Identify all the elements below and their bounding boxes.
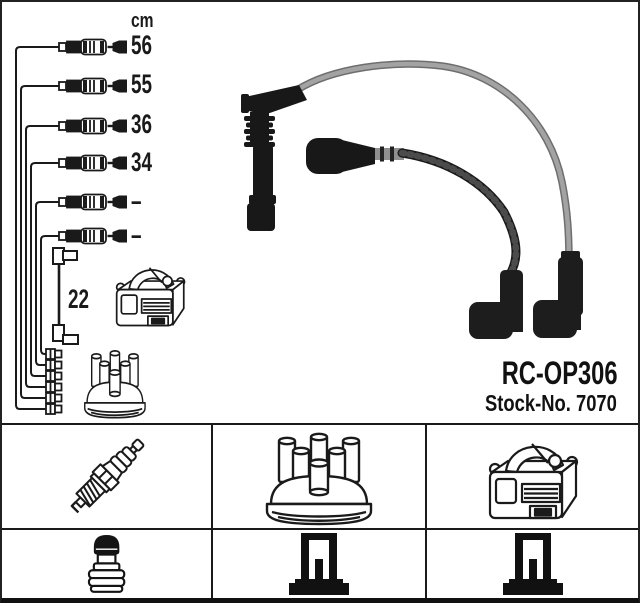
cable-length-label: 34 <box>131 147 153 177</box>
legend-cell-distributor-cap <box>213 425 427 530</box>
application-legend-table <box>2 423 638 598</box>
cable-length-label: – <box>131 186 142 216</box>
distributor-cap-drawing <box>83 350 146 419</box>
cable-length-label: – <box>131 220 142 250</box>
product-photo <box>241 60 583 339</box>
legend-cell-coil-connector <box>213 530 427 598</box>
schematic-and-photo-art <box>15 38 583 419</box>
cable-length-label: 55 <box>131 69 153 99</box>
harness-schematic <box>15 46 59 410</box>
legend-cell-ignition-coil <box>427 425 638 530</box>
coil-connector-icon <box>502 533 563 595</box>
cable-length-label: 36 <box>131 109 153 139</box>
top-section: cm 56 55 36 34 – – 22 RC-OP306 Stock-No.… <box>2 2 638 423</box>
angle-boot-left <box>469 270 523 339</box>
terminal-stack <box>45 348 63 415</box>
distributor-cap-icon <box>265 432 373 526</box>
pencil-boot <box>241 85 307 231</box>
stock-number: Stock-No. 7070 <box>485 390 617 416</box>
cable-length-label: 56 <box>131 30 153 60</box>
coil-wire-length-label: 22 <box>68 284 90 314</box>
coil-wire <box>52 247 79 345</box>
angle-boot-right <box>533 251 583 338</box>
legend-cell-plug-boot <box>2 530 213 598</box>
legend-cell-coil-connector <box>427 530 638 598</box>
ignition-coil-icon <box>488 442 578 520</box>
coil-connector-icon <box>289 533 349 595</box>
unit-header: cm <box>131 10 154 32</box>
legend-cell-spark-plug <box>2 425 213 530</box>
straight-boot <box>306 138 404 174</box>
plug-boot-icon <box>87 533 125 593</box>
spark-plug-icon <box>63 431 151 519</box>
part-number: RC-OP306 <box>501 355 617 391</box>
row-connectors <box>57 38 129 245</box>
ignition-coil-drawing <box>115 266 186 327</box>
